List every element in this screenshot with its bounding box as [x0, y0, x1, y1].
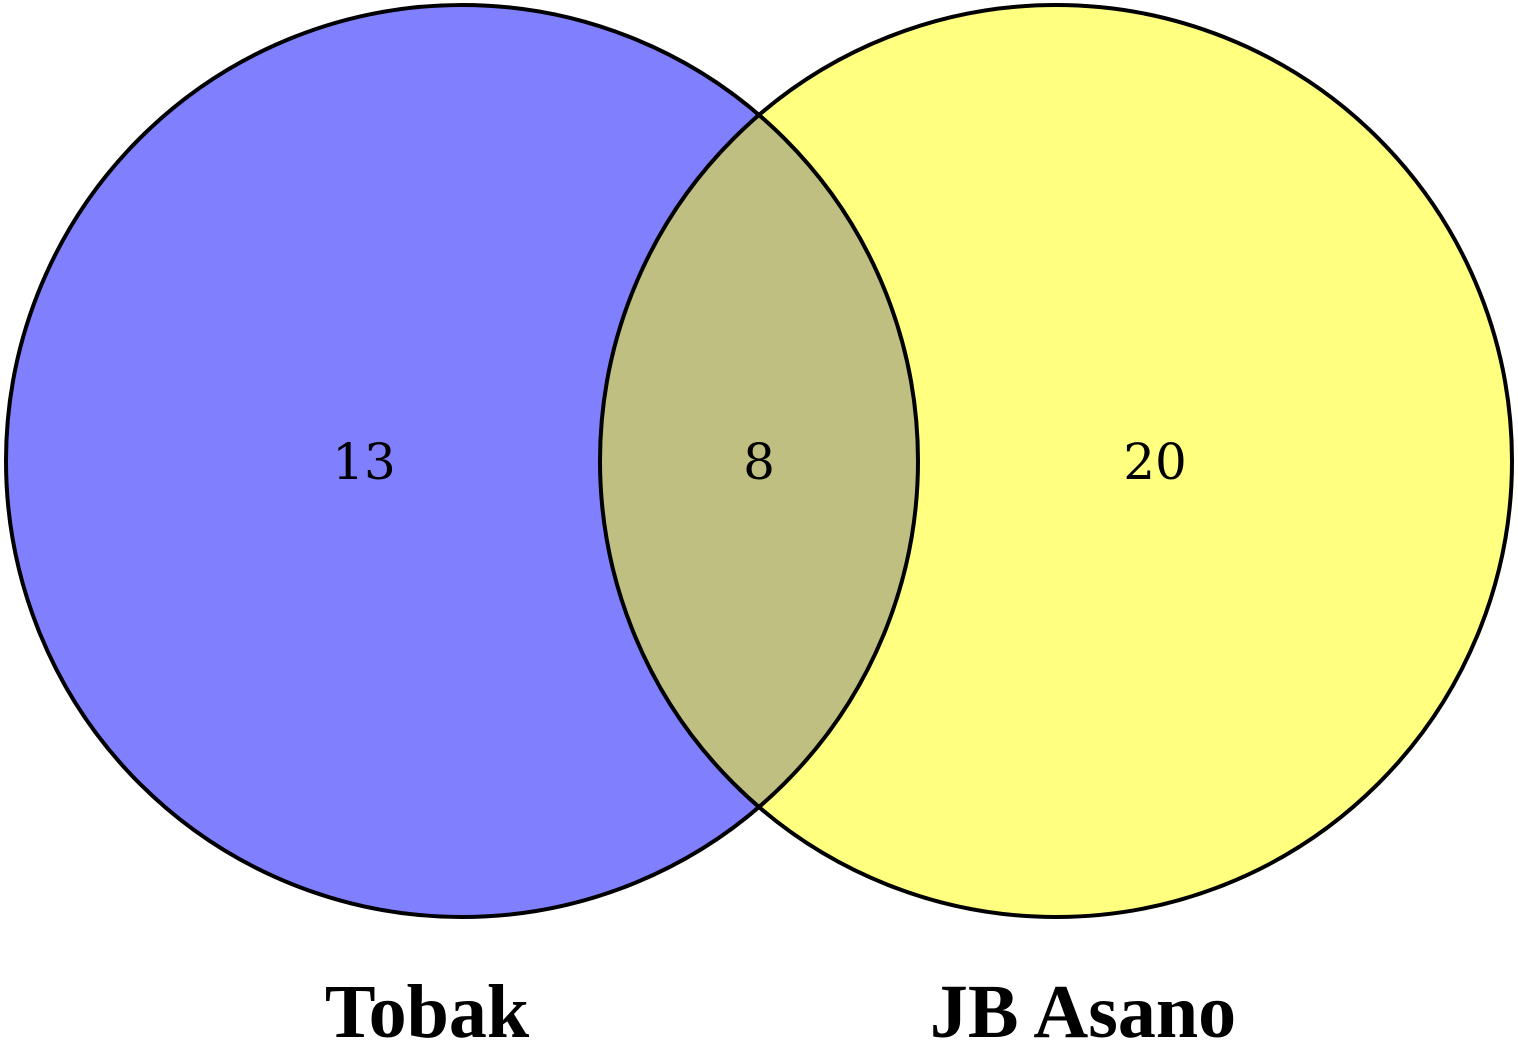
- set-b-label: JB Asano: [930, 970, 1236, 1045]
- intersection-region: [600, 5, 918, 917]
- only-a-count: 13: [332, 433, 396, 491]
- set-a-label: Tobak: [325, 970, 530, 1045]
- only-b-count: 20: [1123, 433, 1187, 491]
- intersection-count: 8: [743, 433, 775, 491]
- set-b-outline: [598, 3, 1514, 919]
- set-a-outline: [4, 3, 920, 919]
